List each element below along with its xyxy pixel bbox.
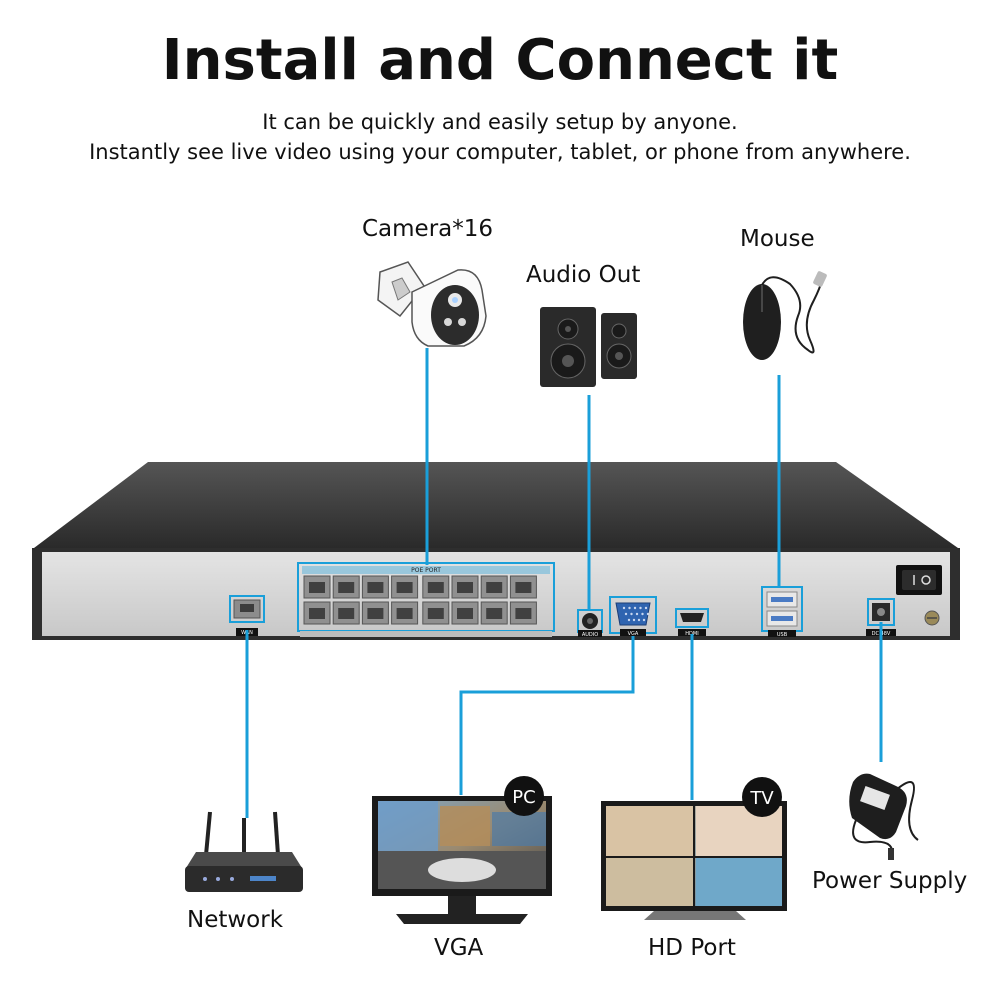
vga-pin (635, 612, 639, 616)
vga-pin (624, 612, 628, 616)
audio-port: AUDIO (577, 609, 603, 638)
page-title: Install and Connect it (161, 28, 839, 93)
power-supply-label: Power Supply (812, 868, 968, 894)
pc-badge-text: PC (512, 787, 535, 808)
poe-port-socket (396, 608, 413, 619)
vga-pin (627, 618, 631, 622)
poe-port-block: POE PORT (297, 562, 555, 637)
vga-label: VGA (434, 935, 484, 961)
usb-port-label: USB (777, 632, 788, 638)
poe-port-socket (515, 608, 532, 619)
poe-port-socket (367, 582, 384, 593)
poe-port-socket (486, 608, 503, 619)
poe-port-socket (486, 582, 503, 593)
vga-pin (639, 606, 642, 610)
speaker-icon (540, 307, 637, 387)
vga-pin (644, 606, 648, 610)
nvr-top-cover (34, 462, 958, 548)
camera-icon (377, 261, 487, 347)
hd-port-label: HD Port (648, 935, 736, 961)
mouse-label: Mouse (740, 226, 815, 252)
vga-pin (642, 618, 646, 622)
tv-badge-text: TV (749, 788, 774, 809)
vga-pin (641, 612, 644, 616)
mouse-icon (743, 271, 827, 360)
poe-port-label: POE PORT (411, 567, 441, 574)
tv-badge (742, 777, 782, 817)
vga-pin (630, 612, 633, 616)
poe-port-socket (338, 608, 355, 619)
connector-lines (245, 348, 883, 818)
poe-port-socket (367, 608, 384, 619)
vga-port: VGA (609, 596, 657, 637)
poe-ports (303, 575, 537, 625)
vga-line (459, 636, 635, 795)
poe-port-socket (309, 582, 325, 593)
network-label: Network (187, 907, 284, 933)
camera-label: Camera*16 (362, 216, 494, 242)
audio-out-label: Audio Out (526, 262, 641, 288)
poe-port-socket (457, 582, 473, 593)
tv-monitor: TV (601, 777, 787, 920)
pc-badge (504, 776, 544, 816)
subtitle-line-1: It can be quickly and easily setup by an… (262, 110, 738, 134)
audio-port-label: AUDIO (582, 632, 598, 638)
poe-port-socket (396, 582, 413, 593)
vga-pin (632, 618, 636, 622)
router-icon (185, 811, 303, 892)
power-switch (896, 565, 942, 595)
poe-port-socket (457, 608, 473, 619)
pc-monitor: PC (372, 776, 552, 924)
vga-pin (622, 606, 626, 610)
poe-port-socket (427, 582, 444, 593)
vga-pin (646, 612, 650, 616)
poe-port-socket (515, 582, 532, 593)
vga-port-label: VGA (628, 631, 639, 637)
poe-port-socket (309, 608, 325, 619)
power-adapter-icon (849, 773, 919, 860)
usb-ports: USB (761, 586, 803, 638)
subtitle-line-2: Instantly see live video using your comp… (89, 140, 911, 164)
vga-pin (637, 618, 641, 622)
vga-pin (628, 606, 631, 610)
poe-port-socket (427, 608, 444, 619)
ground-screw (924, 610, 940, 626)
poe-port-socket (338, 582, 355, 593)
vga-pin (633, 606, 637, 610)
